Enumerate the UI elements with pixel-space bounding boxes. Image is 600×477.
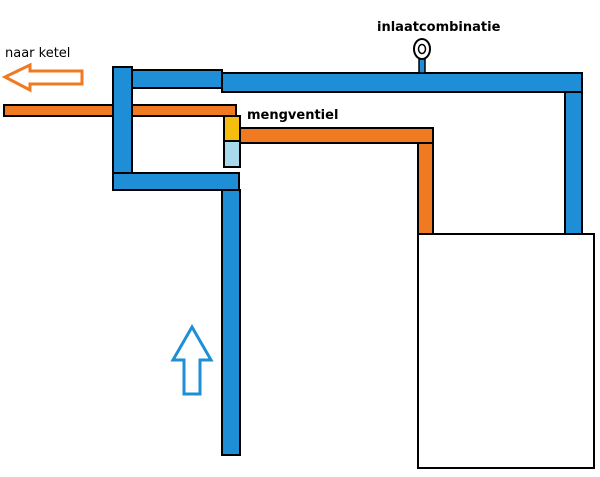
cold-pipe-top-long [221,72,583,93]
mixing-valve [223,115,241,168]
label-naar-ketel: naar ketel [5,46,70,61]
cold-pipe-right-down [564,91,583,235]
cold-pipe-main-inlet [221,189,241,456]
up-arrow-outline-blue [170,323,214,396]
boiler-tank [417,233,595,469]
left-arrow-outline-orange [1,62,84,93]
cold-pipe-left-riser [112,66,133,190]
label-inlaatcombinatie: inlaatcombinatie [377,20,501,35]
valve-handle-icon [413,38,431,74]
mixing-valve-hot-section [223,115,241,142]
cold-pipe-loop-bottom [112,172,240,191]
mixing-valve-cold-section [223,140,241,168]
cold-pipe-top-short [131,69,223,89]
hot-pipe-from-boiler-horizontal [239,127,434,144]
hot-pipe-from-boiler-vertical [417,142,434,237]
label-mengventiel: mengventiel [247,108,338,123]
